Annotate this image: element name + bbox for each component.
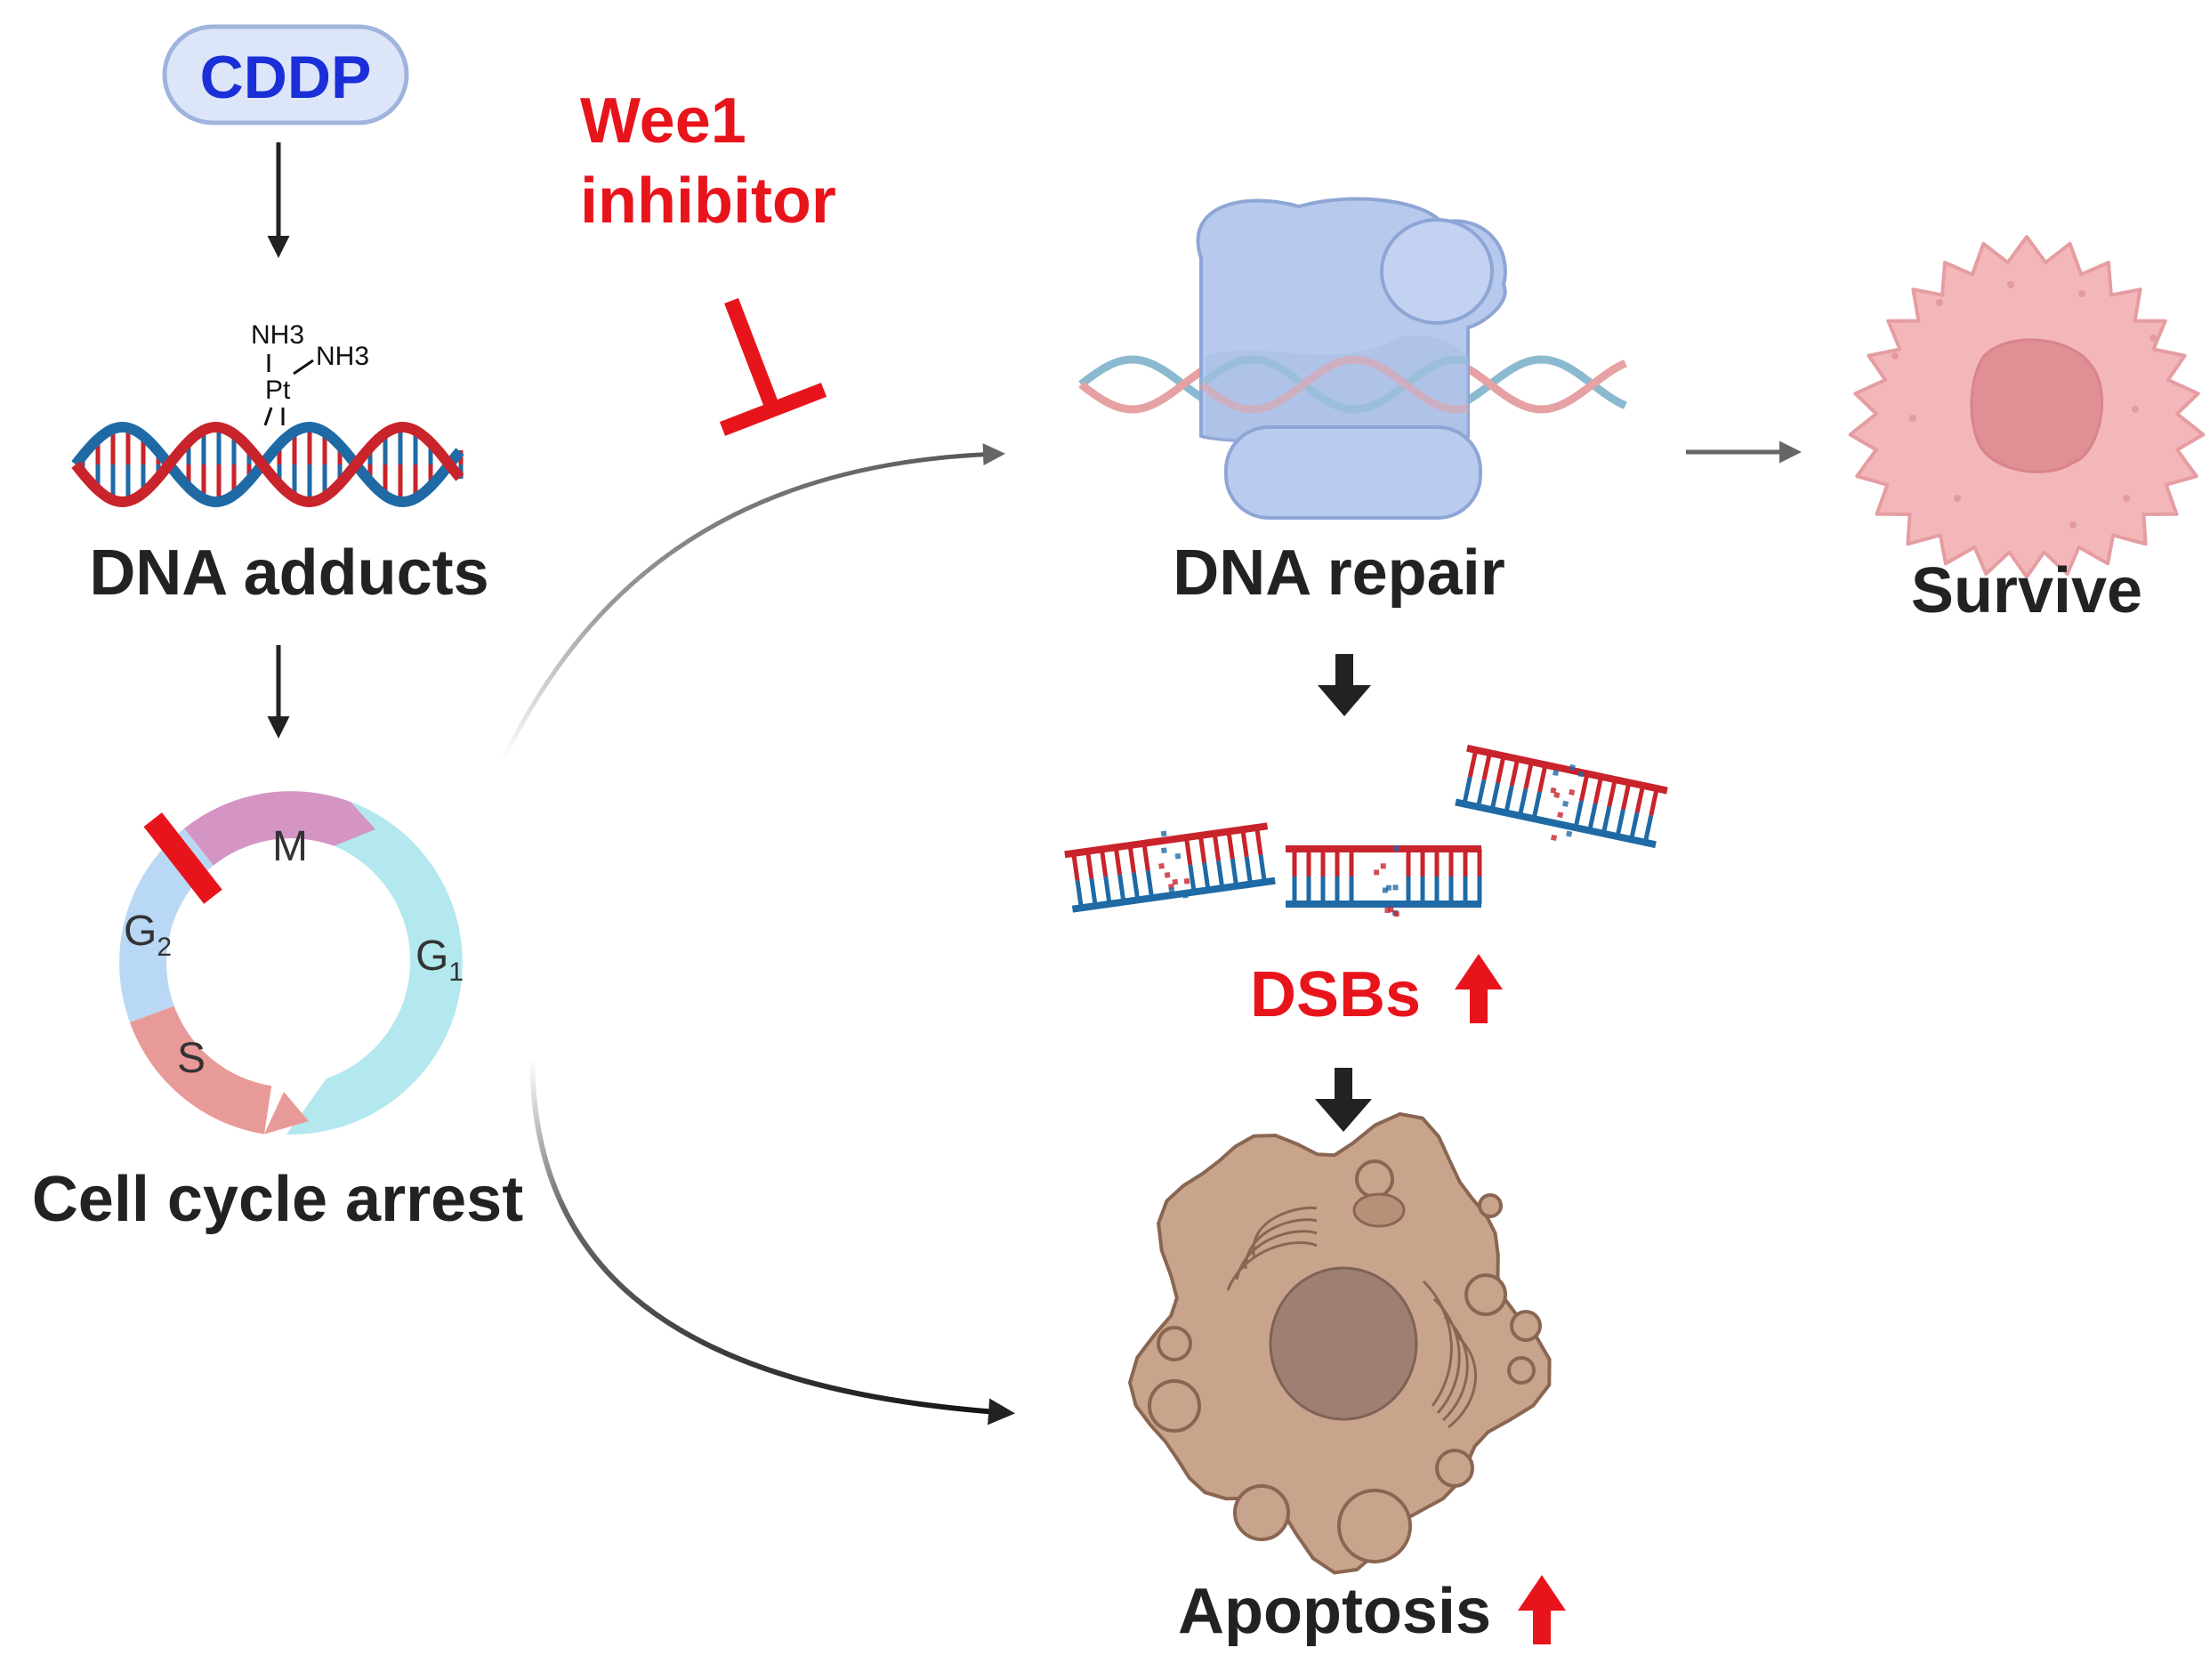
phase-s-label: S <box>177 1035 206 1082</box>
apoptosis-increase-arrow <box>1518 1575 1566 1644</box>
wee1-inhibitor-line1: Wee1 <box>580 85 746 157</box>
arrow-cycle-to-repair <box>503 454 1001 761</box>
repair-clamp <box>1226 427 1480 518</box>
dna-repair-complex <box>1081 199 1625 518</box>
dna-adducts-label: DNA adducts <box>89 537 488 609</box>
cell-cycle-arrest-label: Cell cycle arrest <box>32 1164 523 1235</box>
inhibition-t-bar <box>722 301 824 429</box>
pt-atom: Pt <box>265 376 291 405</box>
arrow-cycle-to-apoptosis <box>532 1059 1010 1413</box>
survive-cell <box>1851 237 2204 577</box>
wee1-inhibitor-line2: inhibitor <box>580 166 836 237</box>
apoptotic-cell <box>1130 1114 1550 1573</box>
cddp-node: CDDP <box>165 27 407 123</box>
phase-s-segment <box>130 1006 309 1135</box>
platinum-adduct: NH3 NH3 Pt <box>251 320 369 425</box>
cell-cycle-ring: M G1 S G2 <box>119 791 464 1135</box>
cddp-label: CDDP <box>200 44 372 111</box>
phase-m-label: M <box>272 823 308 870</box>
dsb-fragments <box>1063 742 1668 917</box>
nh3-ligand-top: NH3 <box>251 320 304 350</box>
dsbs-label: DSBs <box>1250 959 1421 1030</box>
dsbs-increase-arrow <box>1455 954 1503 1023</box>
survive-label: Survive <box>1911 555 2142 626</box>
nh3-ligand-right: NH3 <box>316 342 369 371</box>
dna-repair-label: DNA repair <box>1173 537 1504 609</box>
arrow-dsbs-to-apoptosis <box>1315 1068 1372 1132</box>
dna-helix-adduct <box>76 427 461 502</box>
apoptosis-label: Apoptosis <box>1178 1576 1491 1647</box>
arrow-repair-to-dsbs <box>1318 654 1371 716</box>
